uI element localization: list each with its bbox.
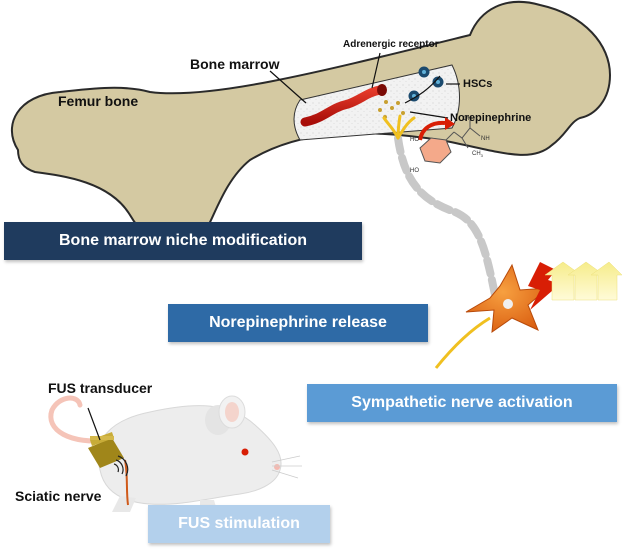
mouse-tail [48,395,113,444]
bone-marrow-cavity [293,64,460,141]
norepinephrine-structure [418,117,481,164]
sound-wave-icon [113,455,129,477]
up-arrows [544,261,623,301]
norepinephrine-dots [378,100,405,119]
nerve-fiber [382,114,499,299]
femur-bone-label: Femur bone [58,93,139,109]
norepinephrine-label: Norepinephrine [450,112,532,124]
chem-ho-bottom-label: HO [410,168,419,174]
blood-vessel [300,85,385,127]
fus-stimulation-banner: FUS stimulation [148,505,330,543]
mouse-eye [241,448,249,456]
hsc-cells [408,66,444,102]
chem-oh-label: OH [463,116,472,122]
up-arrow-icon [544,261,582,301]
up-arrow-icon [567,261,605,301]
leader-lines [269,52,460,119]
chemical-labels: OH HO HO NH CH3 [410,116,490,174]
fus-transducer-label: FUS transducer [48,380,153,396]
receptor-binding-arrow [418,120,446,141]
niche-modification-banner: Bone marrow niche modification [4,222,362,260]
mouse-body [97,405,282,505]
sciatic-nerve-label: Sciatic nerve [15,488,102,504]
fus-transducer-device [88,432,124,468]
sciatic-nerve-line [124,459,129,506]
transducer-leader [87,407,101,441]
up-arrow-icon [590,261,623,301]
adrenergic-receptor-label: Adrenergic receptor [343,39,439,50]
hscs-label: HSCs [463,78,493,90]
sympathetic-activation-banner: Sympathetic nerve activation [307,384,617,422]
mouse-illustration [48,395,302,514]
vessel-end [377,84,387,96]
chem-ch3-label: CH3 [472,151,484,158]
axon-to-stimulation [434,316,491,369]
neuron-nucleus [503,299,513,309]
sympathetic-neuron [465,263,550,334]
norepinephrine-release-banner: Norepinephrine release [168,304,428,342]
bone-marrow-label: Bone marrow [190,56,280,72]
chem-nh-label: NH [481,136,490,142]
chem-ho-top-label: HO [410,137,419,143]
